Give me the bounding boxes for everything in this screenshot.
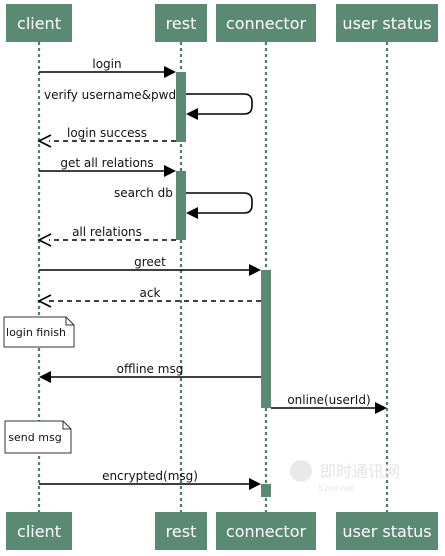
messages: login verify username&pwd login success get… [37,57,387,490]
participant-rest-bottom: rest [155,512,207,550]
message: login success [37,126,176,148]
activation-bar-connector [261,484,271,497]
activation-bar-rest [176,72,186,142]
arrowhead-icon [375,402,387,414]
participant-label: client [17,522,61,541]
note: login finish [3,316,75,348]
participant-box [6,512,72,550]
participant-label: user status [342,522,431,541]
participant-client-top: client [6,4,72,42]
message: ack [37,286,261,308]
message: verify username&pwd [44,88,253,120]
message: get all relations [39,156,176,177]
participant-connector-top: connector [216,4,316,42]
message: greet [39,255,261,276]
note-label: login finish [6,326,66,339]
participant-user_status-bottom: user status [336,512,438,550]
participant-client-bottom: client [6,512,72,550]
message-label: offline msg [117,362,184,376]
message-label: encrypted(msg) [102,469,198,483]
message: offline msg [39,362,261,383]
activation-bars [176,72,271,497]
message-label: online(userId) [287,393,370,407]
message-label: all relations [72,225,142,239]
watermark: 即时通讯网 52im.net [290,460,400,493]
note-box [4,420,72,454]
participant-box [216,512,316,550]
open-arrowhead-icon [37,134,52,148]
self-message-line [186,192,253,214]
note: send msg [4,420,72,454]
participant-box [216,4,316,42]
note-label: send msg [8,431,61,444]
participant-label: client [17,14,61,33]
participant-connector-bottom: connector [216,512,316,550]
participant-box [155,4,207,42]
participant-user_status-top: user status [336,4,438,42]
self-message-line [186,93,253,115]
watermark-logo-icon [290,460,312,482]
lifelines [37,42,389,512]
message-label: login [92,57,121,71]
participant-box [6,4,72,42]
open-arrowhead-icon [37,233,52,247]
arrowhead-icon [164,66,176,78]
participant-headers-top: client rest connector user status [6,4,438,42]
participant-label: user status [342,14,431,33]
arrowhead-icon [249,264,261,276]
message: all relations [37,225,176,247]
activation-bar-connector [261,270,271,408]
arrowhead-icon [186,108,198,120]
arrowhead-icon [249,478,261,490]
message: online(userId) [271,393,387,414]
watermark-subtext: 52im.net [318,484,354,493]
message: login [39,57,176,78]
activation-bar-rest [176,171,186,240]
message-label: get all relations [60,156,153,170]
participant-label: connector [226,14,307,33]
open-arrowhead-icon [37,294,52,308]
participant-box [336,512,438,550]
arrowhead-icon [39,371,51,383]
participant-label: rest [166,14,197,33]
participant-label: rest [166,522,197,541]
notes: login finish send msg [3,316,75,454]
message: encrypted(msg) [39,469,261,490]
watermark-text: 即时通讯网 [320,462,400,481]
participant-headers-bottom: client rest connector user status [6,512,438,550]
message-label: verify username&pwd [44,88,176,102]
participant-label: connector [226,522,307,541]
participant-rest-top: rest [155,4,207,42]
message-label: greet [134,255,166,269]
note-fold [62,421,71,430]
note-box [3,316,75,348]
message: search db [114,186,253,219]
participant-box [336,4,438,42]
arrowhead-icon [186,207,198,219]
participant-box [155,512,207,550]
message-label: search db [114,186,173,200]
arrowhead-icon [164,165,176,177]
message-label: login success [67,126,147,140]
note-fold [65,317,74,326]
message-label: ack [140,286,161,300]
